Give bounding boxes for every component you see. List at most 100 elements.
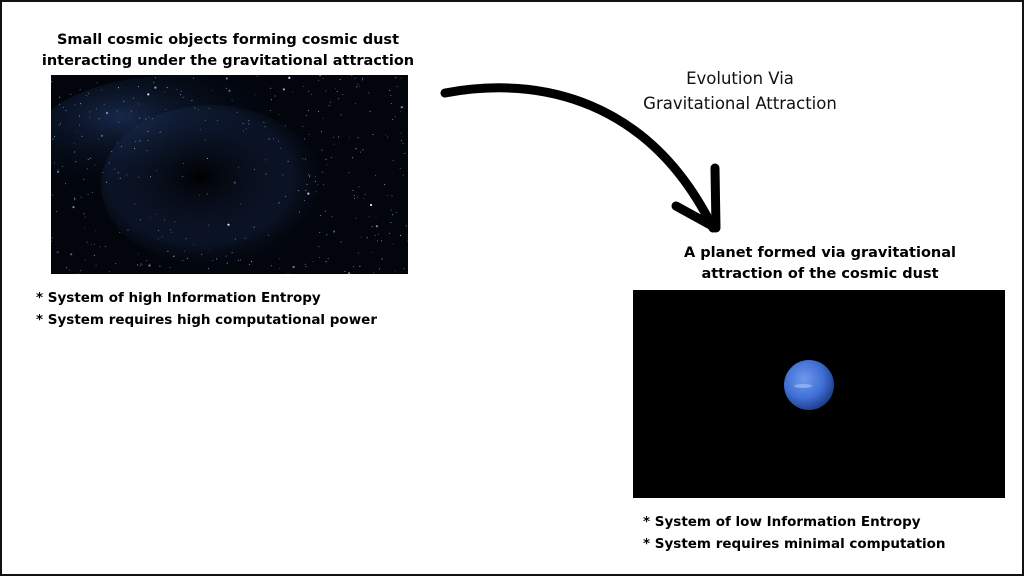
star-dot [83, 178, 85, 180]
star-dot [137, 253, 139, 255]
star-dot [159, 132, 161, 133]
star-dot [167, 250, 169, 252]
star-dot [72, 206, 75, 209]
star-dot [319, 257, 321, 258]
star-dot [236, 111, 238, 113]
star-dot [52, 138, 54, 140]
star-dot [357, 137, 359, 139]
star-dot [226, 262, 228, 264]
star-dot [98, 118, 100, 120]
star-dot [325, 158, 327, 160]
star-dot [327, 258, 329, 260]
star-dot [271, 265, 272, 267]
star-dot [279, 258, 280, 260]
star-dot [182, 176, 184, 177]
star-dot [400, 111, 402, 113]
star-dot [56, 211, 58, 212]
star-dot [256, 75, 258, 77]
star-dot [186, 258, 188, 259]
star-dot [400, 77, 402, 79]
planet-title-line-1: A planet formed via gravitational [684, 245, 956, 261]
star-dot [87, 193, 89, 195]
star-dot [344, 270, 346, 272]
star-dot [269, 110, 271, 111]
star-dot [328, 105, 330, 107]
star-dot [166, 87, 168, 89]
star-dot [364, 193, 366, 195]
star-dot [359, 265, 361, 267]
star-dot [79, 89, 81, 91]
star-dot [68, 269, 70, 271]
star-dot [314, 181, 316, 182]
star-dot [321, 171, 323, 173]
star-dot [244, 237, 246, 239]
star-dot [170, 231, 172, 233]
star-dot [95, 264, 97, 266]
star-dot [340, 241, 342, 243]
star-dot [61, 165, 63, 167]
star-dot [265, 173, 267, 175]
star-dot [58, 103, 60, 105]
star-dot [379, 268, 381, 270]
star-dot [147, 130, 149, 132]
star-dot [305, 189, 307, 191]
star-dot [216, 258, 218, 260]
star-dot [93, 254, 95, 256]
star-dot [248, 123, 250, 125]
star-dot [351, 75, 353, 76]
star-dot [253, 247, 255, 249]
star-dot [88, 116, 90, 118]
star-dot [333, 143, 335, 145]
star-dot [369, 110, 371, 112]
star-dot [204, 120, 206, 121]
star-dot [396, 85, 398, 87]
star-dot [371, 251, 373, 253]
star-dot [118, 87, 119, 89]
star-dot [84, 228, 86, 230]
evolution-label-line-2: Gravitational Attraction [643, 94, 837, 113]
star-dot [366, 237, 368, 239]
star-dot [354, 103, 356, 104]
star-dot [101, 89, 103, 91]
star-dot [340, 114, 342, 116]
star-dot [99, 246, 101, 248]
star-dot [194, 107, 196, 109]
planet-scene [633, 290, 1005, 498]
star-dot [390, 222, 392, 223]
star-dot [138, 103, 140, 105]
star-dot [375, 216, 377, 218]
star-dot [250, 260, 252, 262]
star-dot [83, 213, 85, 215]
star-dot [84, 259, 86, 261]
star-dot [360, 151, 361, 153]
star-dot [240, 203, 242, 205]
star-dot [80, 196, 82, 198]
star-dot [302, 125, 304, 127]
star-dot [371, 226, 373, 228]
star-dot [377, 233, 379, 235]
star-dot [95, 108, 97, 110]
star-dot [391, 195, 393, 197]
star-dot [268, 234, 270, 236]
star-dot [78, 124, 80, 126]
star-dot [157, 238, 159, 240]
star-dot [274, 95, 276, 97]
star-dot [66, 267, 68, 268]
star-dot [385, 134, 387, 136]
star-dot [174, 221, 176, 223]
star-dot [322, 172, 324, 174]
star-dot [349, 136, 351, 138]
star-dot [108, 270, 110, 272]
star-dot [321, 130, 323, 132]
star-dot [394, 116, 396, 118]
star-dot [302, 85, 304, 87]
star-dot [155, 77, 156, 79]
star-dot [86, 241, 88, 243]
star-dot [211, 89, 213, 91]
star-dot [149, 216, 151, 218]
star-dot [74, 199, 76, 201]
star-dot [342, 94, 344, 95]
star-dot [217, 120, 219, 122]
star-dot [372, 134, 374, 135]
star-dot [402, 142, 404, 144]
